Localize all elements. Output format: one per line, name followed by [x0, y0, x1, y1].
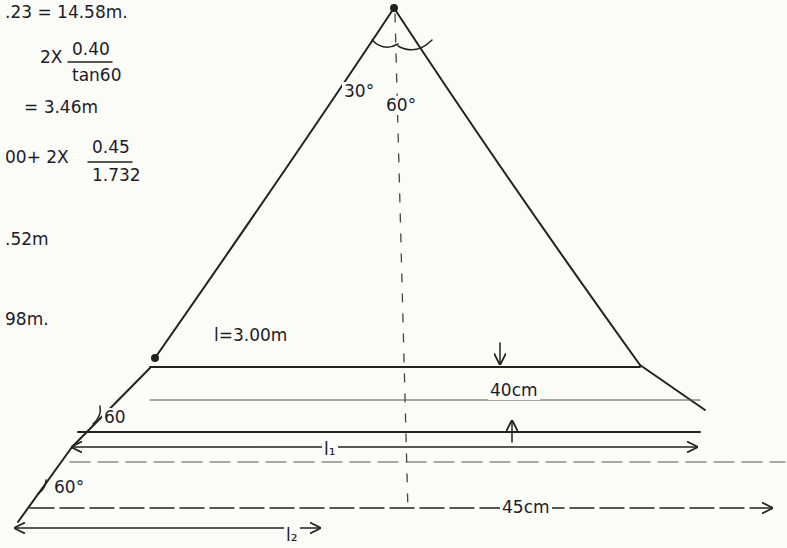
angle-label: 60°: [52, 478, 86, 497]
calculation: 2X: [38, 48, 64, 67]
dimension-label: 40cm: [488, 381, 540, 400]
calculation: .52m: [3, 230, 51, 249]
lower-left-edge: [72, 368, 150, 447]
lower-right-edge: [640, 365, 705, 410]
calculation: = 3.46m: [22, 98, 100, 117]
calculation: .23 = 14.58m.: [3, 3, 130, 22]
calculation: 00+ 2X: [3, 148, 71, 167]
dimension-label: 45cm: [500, 498, 552, 517]
dimension-label: l₂: [284, 526, 300, 545]
angle-label: 60°: [384, 96, 418, 115]
calculation: 98m.: [3, 310, 51, 329]
calculation: 0.40: [70, 40, 112, 59]
calculation: 0.45: [90, 138, 132, 157]
length-label: l=3.00m: [212, 326, 289, 345]
dimension-label: l₁: [322, 440, 338, 459]
angle-label: 30°: [342, 82, 376, 101]
angle-label: 60: [102, 408, 128, 427]
calculation: tan60: [70, 66, 124, 85]
calculation: 1.732: [90, 166, 143, 185]
left-side: [155, 8, 394, 358]
right-side: [394, 8, 640, 365]
